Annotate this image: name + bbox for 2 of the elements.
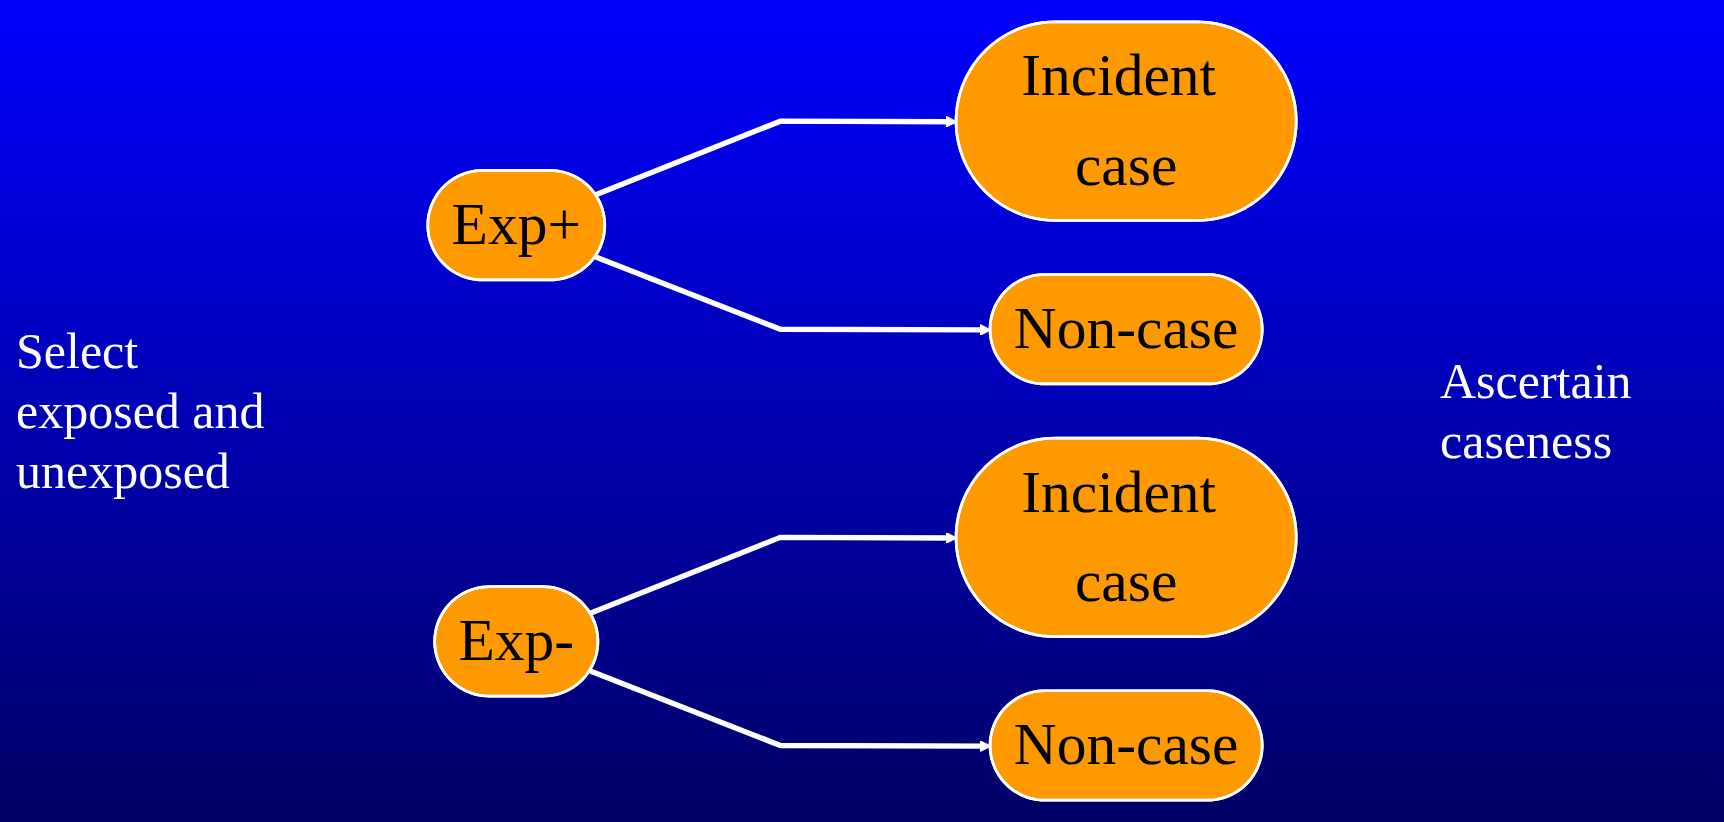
annotation-text: Select exposed and unexposed <box>15 322 266 501</box>
annotation-text: Ascertain caseness <box>1439 352 1633 471</box>
